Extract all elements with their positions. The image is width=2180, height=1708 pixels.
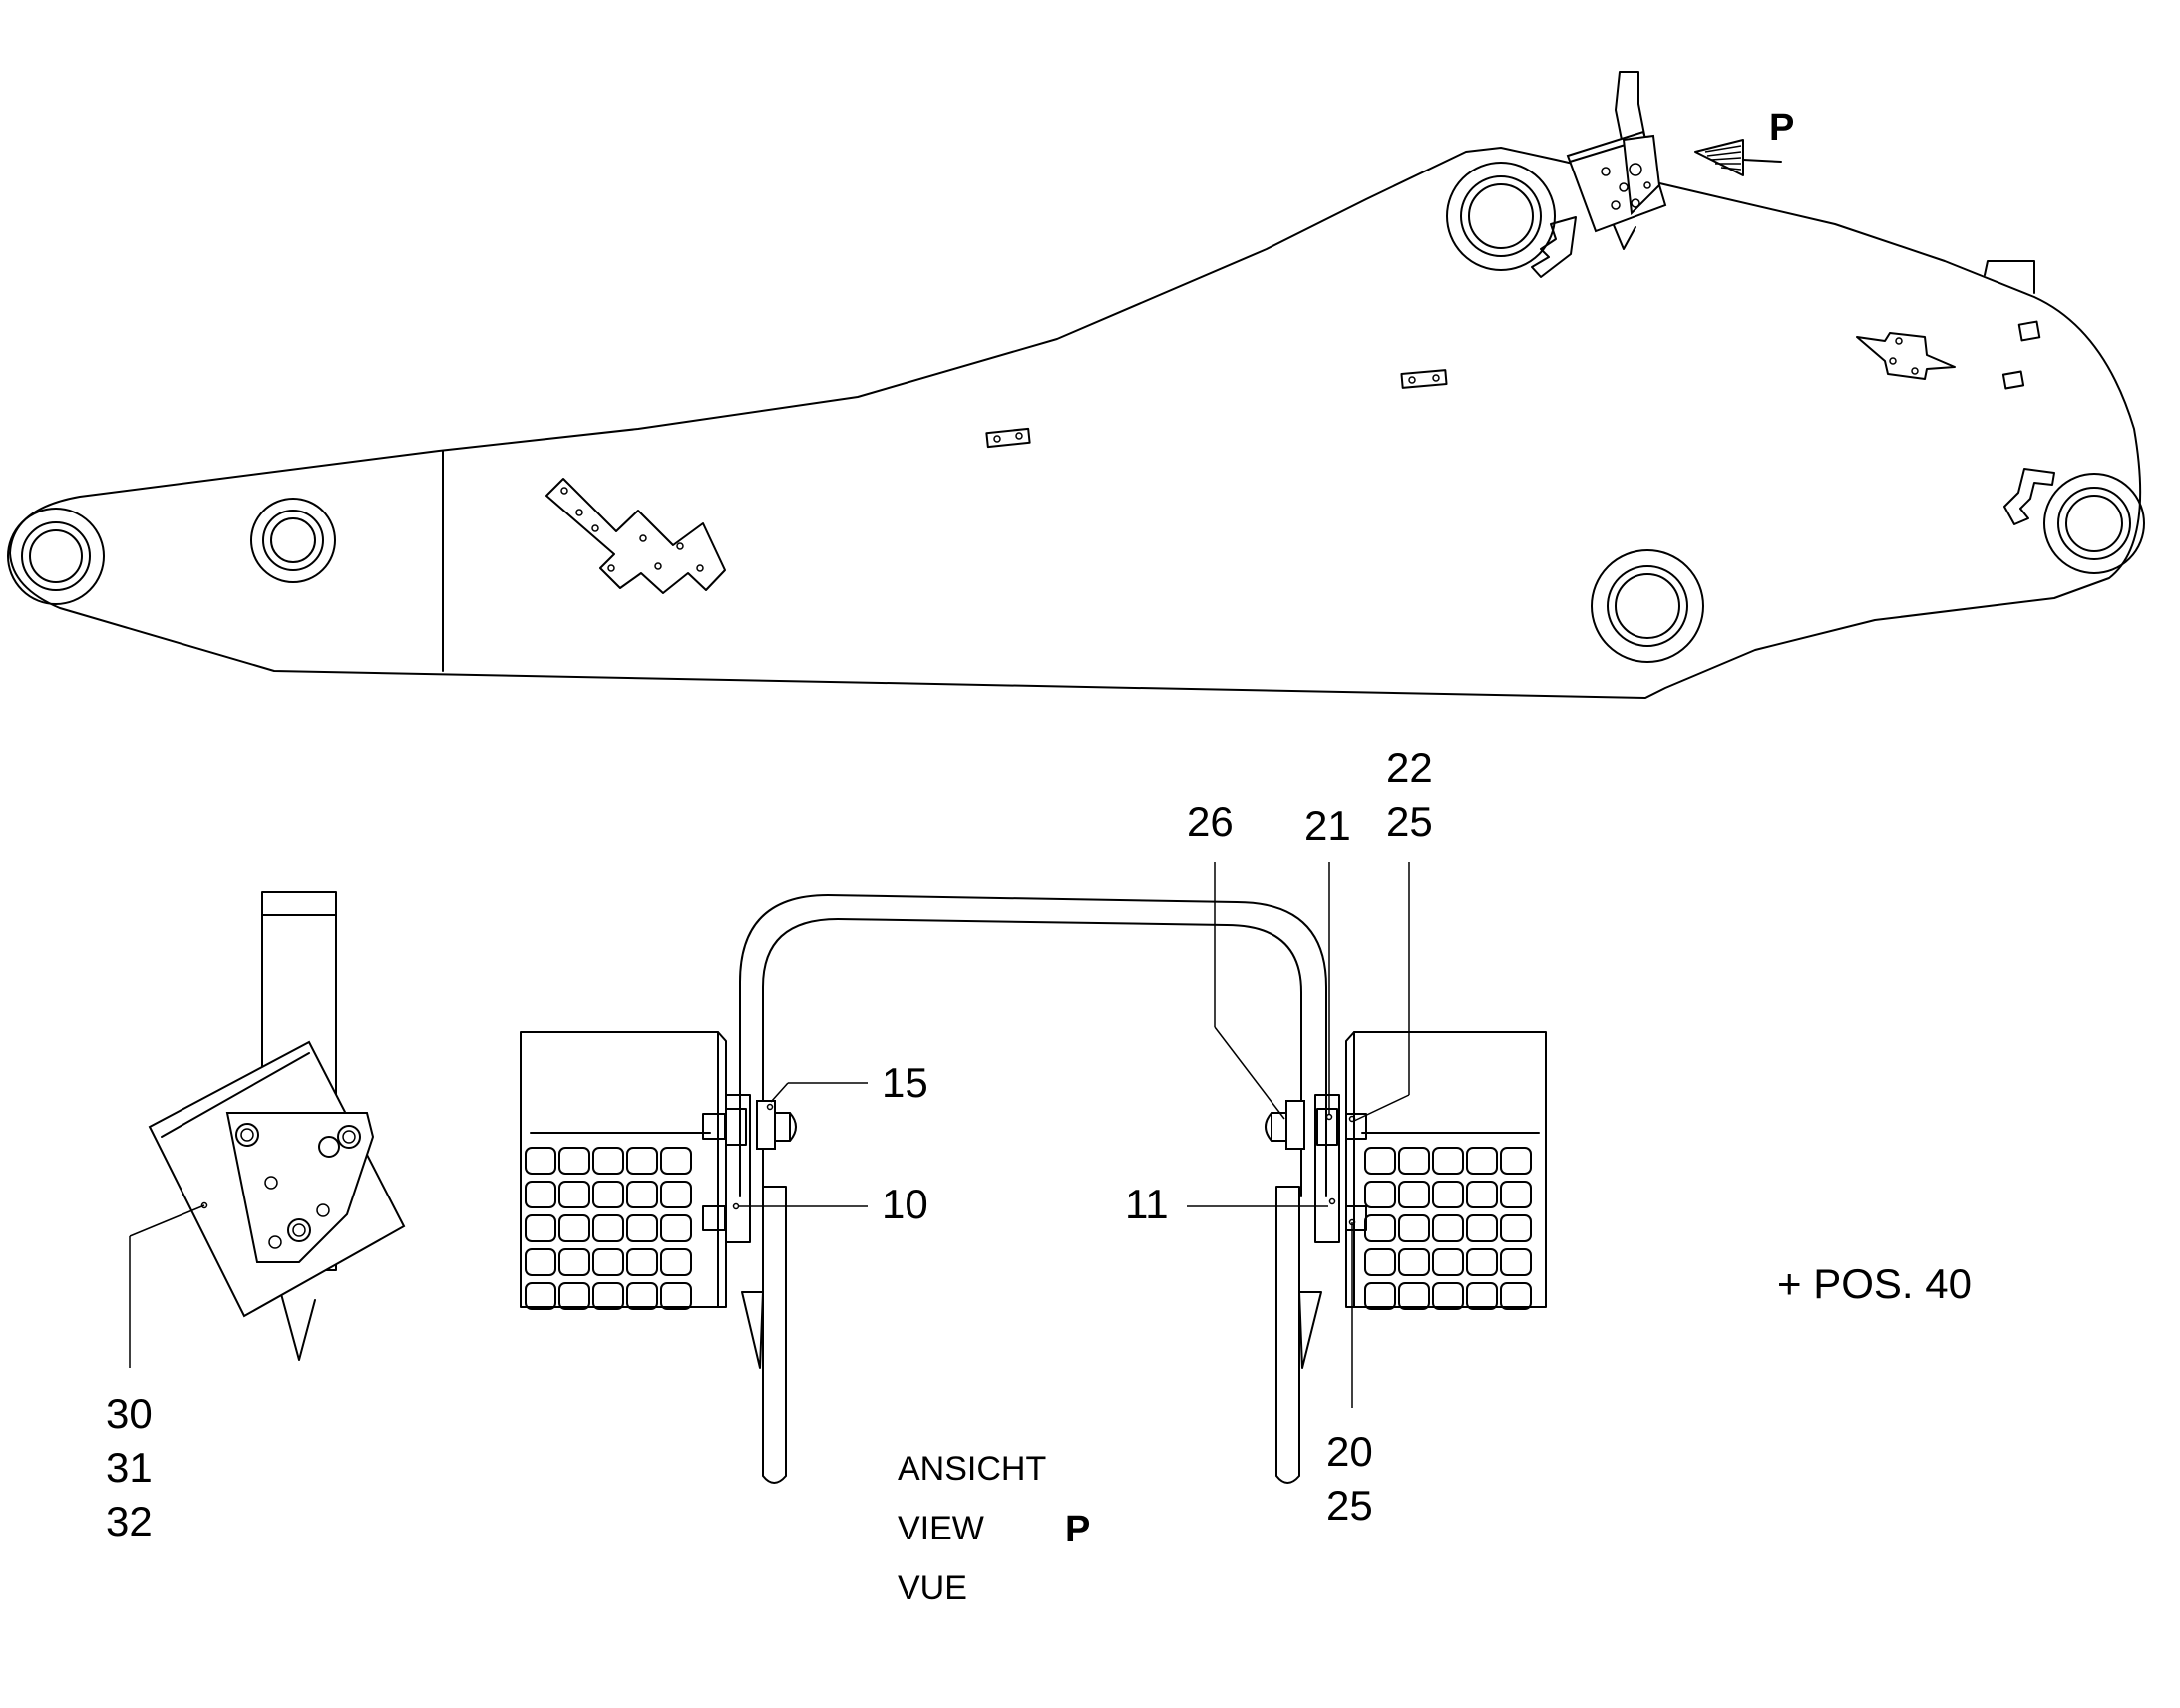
callout-22: 22	[1386, 744, 1433, 791]
lens-cell	[1398, 1147, 1430, 1175]
lens-cell	[660, 1181, 692, 1208]
work-light-right	[1345, 1031, 1547, 1308]
pos-note: + POS. 40	[1777, 1260, 1972, 1307]
callout-15: 15	[882, 1059, 928, 1106]
callout-26: 26	[1187, 798, 1234, 845]
lens-cell	[1398, 1282, 1430, 1310]
lamp-bracket-mounted	[1566, 71, 1667, 250]
callout-32: 32	[106, 1498, 153, 1544]
lens-cell	[1398, 1181, 1430, 1208]
lens-grid-left	[525, 1147, 692, 1310]
lens-cell	[1466, 1282, 1498, 1310]
view-caption-letter: P	[1065, 1509, 1090, 1550]
lens-cell	[592, 1214, 624, 1242]
lens-cell	[660, 1214, 692, 1242]
lens-cell	[1398, 1214, 1430, 1242]
lens-cell	[1466, 1147, 1498, 1175]
lens-cell	[558, 1214, 590, 1242]
lamp-bracket-detail	[148, 891, 406, 1361]
lens-cell	[1398, 1248, 1430, 1276]
clamp-right	[1265, 1094, 1367, 1243]
callout-11: 11	[1125, 1181, 1169, 1227]
diamond-bracket	[1856, 332, 1956, 380]
lens-cell	[1364, 1248, 1396, 1276]
lens-cell	[1432, 1248, 1464, 1276]
hose-guide-lower	[2003, 468, 2055, 525]
callout-21: 21	[1304, 802, 1351, 849]
small-plate-1	[985, 427, 1031, 449]
pin-boss-foot	[250, 498, 336, 583]
small-plate-3	[2017, 320, 2041, 342]
lens-cell	[1500, 1248, 1532, 1276]
lens-cell	[1500, 1147, 1532, 1175]
lens-cell	[525, 1248, 556, 1276]
lens-cell	[1466, 1214, 1498, 1242]
hose-guide-upper	[1531, 216, 1577, 278]
lens-cell	[626, 1181, 658, 1208]
lens-cell	[1364, 1282, 1396, 1310]
small-plate-4	[2001, 370, 2025, 390]
lens-cell	[626, 1214, 658, 1242]
lens-cell	[558, 1181, 590, 1208]
lens-cell	[626, 1282, 658, 1310]
z-bracket-plate	[545, 478, 726, 594]
lens-cell	[1500, 1181, 1532, 1208]
view-arrow-p: P	[1694, 107, 1794, 176]
lens-cell	[626, 1248, 658, 1276]
view-marker-label: P	[1769, 107, 1794, 149]
callout-25-upper: 25	[1386, 798, 1433, 845]
lens-grid-right	[1364, 1147, 1532, 1310]
lens-cell	[660, 1282, 692, 1310]
lens-cell	[1432, 1282, 1464, 1310]
lens-cell	[1466, 1248, 1498, 1276]
lens-cell	[592, 1282, 624, 1310]
leader-lines	[129, 862, 1410, 1408]
pin-boss-lower	[1591, 549, 1704, 663]
lens-cell	[1432, 1181, 1464, 1208]
lens-cell	[1500, 1214, 1532, 1242]
lens-cell	[626, 1147, 658, 1175]
view-caption-ansicht: ANSICHT	[898, 1450, 1046, 1488]
boom-outline	[9, 147, 2142, 699]
pin-boss-cylinder	[1446, 162, 1556, 271]
lens-cell	[592, 1181, 624, 1208]
boom-side-view: P	[7, 71, 2145, 699]
callout-10: 10	[882, 1181, 928, 1227]
lens-cell	[660, 1147, 692, 1175]
small-plate-2	[1400, 369, 1448, 389]
lens-cell	[558, 1248, 590, 1276]
lens-cell	[1364, 1214, 1396, 1242]
view-caption-view: VIEW	[898, 1510, 984, 1547]
handle-bar	[739, 894, 1327, 1197]
clamp-left	[702, 1094, 797, 1243]
pin-boss-head	[2043, 473, 2145, 574]
callout-30: 30	[106, 1390, 153, 1437]
lens-cell	[558, 1147, 590, 1175]
lens-cell	[525, 1282, 556, 1310]
lens-cell	[1466, 1181, 1498, 1208]
lens-cell	[1364, 1147, 1396, 1175]
lens-cell	[525, 1181, 556, 1208]
lens-cell	[558, 1282, 590, 1310]
lens-cell	[1432, 1147, 1464, 1175]
lens-cell	[660, 1248, 692, 1276]
lens-cell	[1364, 1181, 1396, 1208]
lens-cell	[525, 1147, 556, 1175]
callout-31: 31	[106, 1444, 153, 1491]
lens-cell	[592, 1147, 624, 1175]
pin-boss-rear	[7, 508, 105, 605]
callout-20: 20	[1326, 1428, 1373, 1475]
view-caption-vue: VUE	[898, 1569, 967, 1607]
boom-top-bracket	[1984, 260, 2035, 294]
view-p-lamp-unit	[129, 862, 1547, 1484]
lens-cell	[525, 1214, 556, 1242]
lens-cell	[1432, 1214, 1464, 1242]
lens-cell	[592, 1248, 624, 1276]
callout-25-lower: 25	[1326, 1482, 1373, 1529]
lens-cell	[1500, 1282, 1532, 1310]
